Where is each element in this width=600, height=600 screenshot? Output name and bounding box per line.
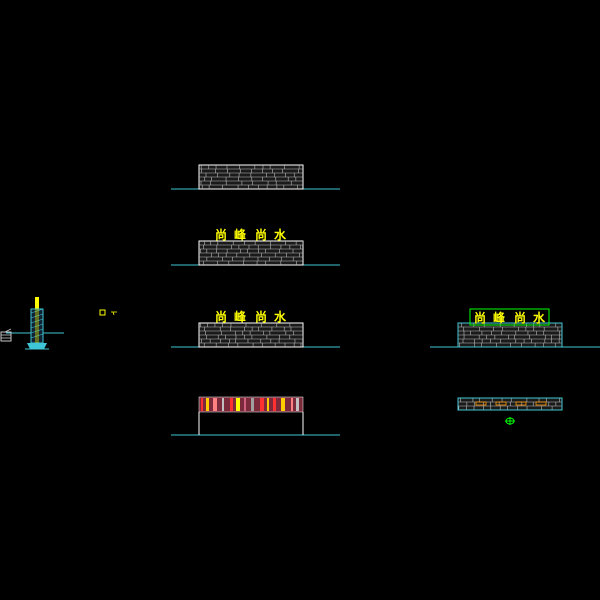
band-stripe <box>273 398 276 411</box>
band-stripe <box>291 398 293 411</box>
sign-char: 水 <box>274 309 287 324</box>
sign-char: 尚 <box>474 310 486 325</box>
wall-outline <box>457 322 563 348</box>
wall-plan-view <box>457 397 563 425</box>
wall-section-detail <box>0 297 64 350</box>
sign-char: 水 <box>533 310 546 325</box>
sign-char: 尚 <box>255 227 267 242</box>
plan-outline <box>457 397 563 411</box>
band-stripe <box>260 398 264 411</box>
band-stripe <box>267 398 269 411</box>
sign-char: 峰 <box>234 227 247 242</box>
wall-elevation-with-text-lower: 尚 峰 尚 水 <box>171 309 340 348</box>
wall-side-elevation: 尚 峰 尚 水 <box>430 308 600 348</box>
plan-light <box>515 401 527 406</box>
sign-char: 尚 <box>215 309 227 324</box>
section-hatch <box>30 308 44 339</box>
sign-lettering: 尚 峰 尚 水 <box>474 310 546 325</box>
stone-wall <box>457 322 563 348</box>
sign-section <box>35 297 39 309</box>
sign-lettering: 尚 峰 尚 水 <box>215 309 287 324</box>
stone-wall <box>198 164 304 190</box>
band-stripe <box>201 398 203 411</box>
north-arrow-icon <box>505 417 515 425</box>
wall-core <box>35 309 39 343</box>
plan-light <box>495 401 507 406</box>
footing <box>27 343 47 349</box>
section-detail-icon <box>0 328 12 342</box>
wall-elevation-colored-band <box>171 396 340 436</box>
band-stripe <box>251 398 254 411</box>
band-stripe <box>296 398 299 411</box>
stone-wall <box>198 322 304 348</box>
band-stripe <box>213 398 217 411</box>
sign-lettering: 尚 峰 尚 水 <box>215 227 287 242</box>
stone-wall <box>457 397 563 411</box>
wall-elevation-plain <box>171 164 340 190</box>
band-stripe <box>230 398 233 411</box>
sign-char: 尚 <box>215 227 227 242</box>
sign-char: 峰 <box>234 309 247 324</box>
sign-char: 水 <box>274 227 287 242</box>
sign-char: 尚 <box>514 310 526 325</box>
band-stripe <box>236 398 240 411</box>
sign-char: 峰 <box>493 310 506 325</box>
band-stripe <box>206 398 209 411</box>
wall-elevation-with-text: 尚 峰 尚 水 <box>171 227 340 266</box>
plan-light <box>475 401 487 406</box>
sign-frame <box>469 308 550 326</box>
plan-light <box>535 401 547 406</box>
sign-char: 尚 <box>255 309 267 324</box>
band-stripe <box>281 398 285 411</box>
band-stripe <box>244 398 246 411</box>
band-stripe <box>222 398 224 411</box>
colored-stripes <box>201 398 299 411</box>
level-marker-icon <box>99 309 117 316</box>
stone-wall <box>198 240 304 266</box>
